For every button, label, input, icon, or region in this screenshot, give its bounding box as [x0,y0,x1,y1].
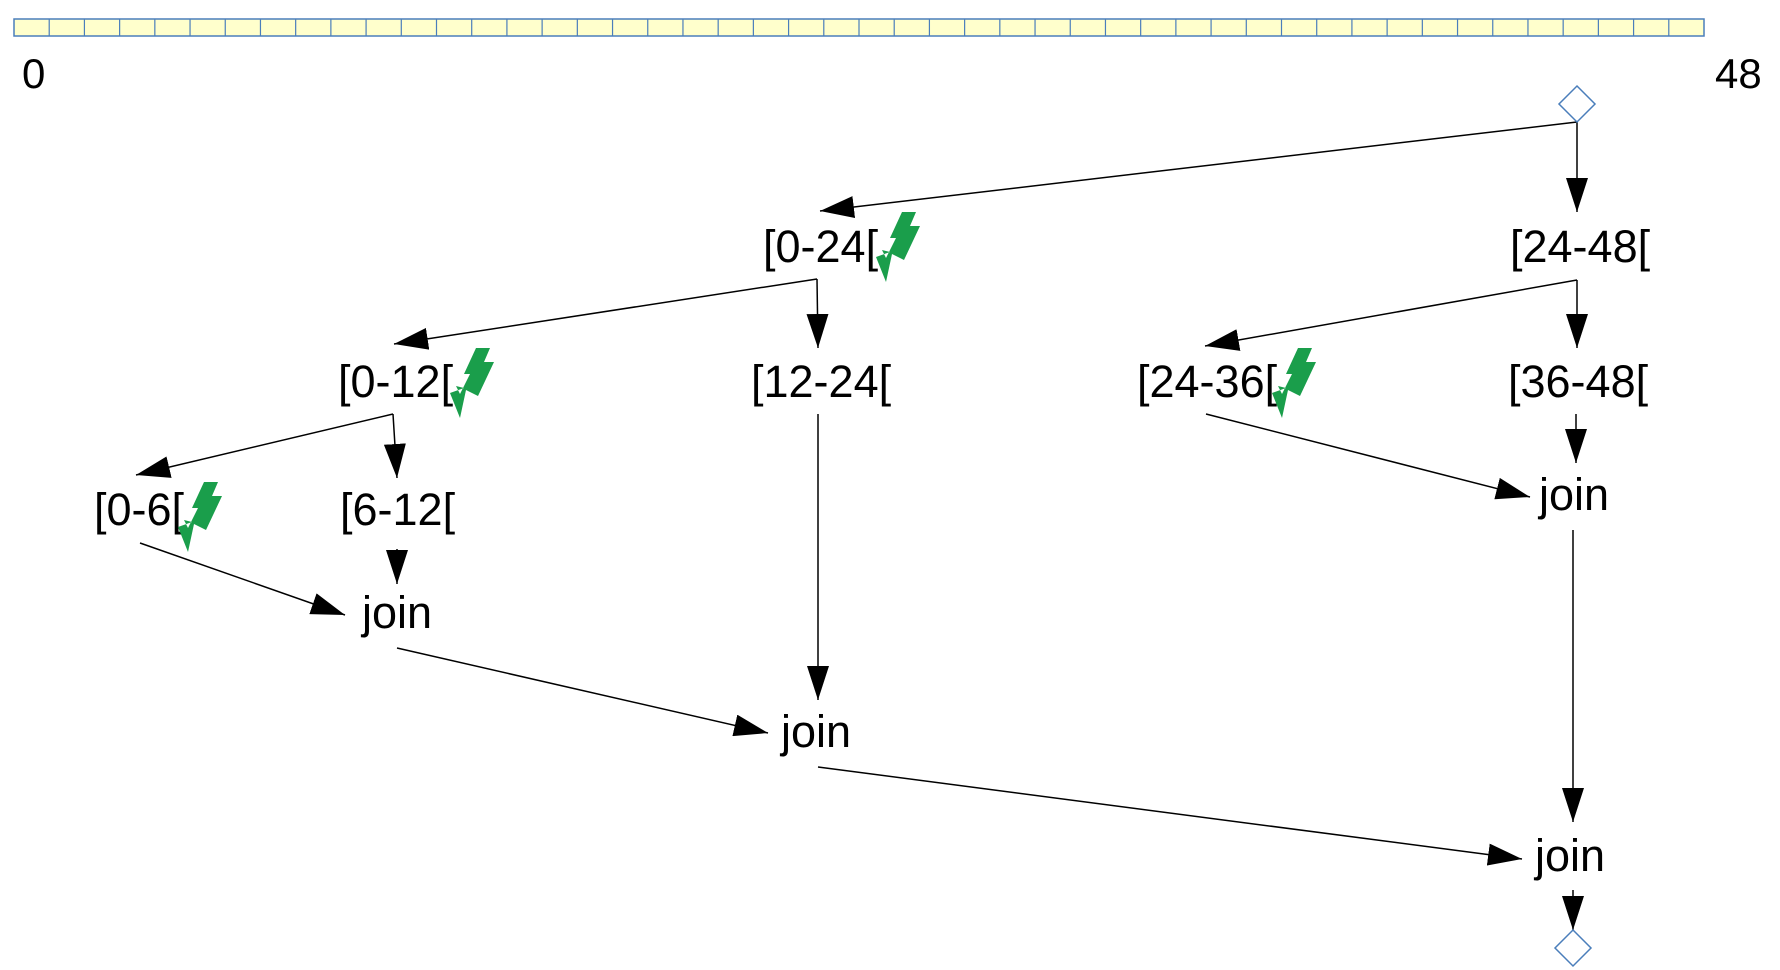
task-36-48: [36-48[ [1508,356,1649,407]
start-diamond [1557,84,1597,124]
scale-bar: 0 48 [13,18,1762,97]
lightning-bolt-icon [876,212,920,282]
edge-r0_24-to-r12_24 [806,278,829,349]
scale-start-label: 0 [22,50,45,97]
edge-r0_24-to-r0_12 [393,278,818,350]
edge-r0_12-to-r0_6 [135,413,394,478]
task-12-24: [12-24[ [751,356,892,407]
edge-r0_6-to-join_a [139,542,346,616]
task-0-24: [0-24[ [763,221,879,272]
edge-r24_48-to-r24_36 [1204,279,1578,351]
scale-end-label: 48 [1715,50,1762,97]
join-node-c: join [779,706,851,757]
end-diamond [1553,928,1593,968]
join-node-b: join [1537,469,1609,520]
lightning-bolt-icon [178,482,222,552]
task-0-6: [0-6[ [94,484,185,535]
edge-start-to-r0_24 [819,121,1578,218]
lightning-bolt-icon [1272,348,1316,418]
edge-join_c-to-join_d [817,766,1523,866]
edge-r24_36-to-join_b [1205,413,1531,500]
edge-r0_12-to-r6_12 [383,413,406,479]
scale-bar-ticks [48,19,1670,36]
lightning-bolt-icon [450,348,494,418]
join-node-a: join [360,587,432,638]
edge-join_a-to-join_c [396,647,769,737]
task-6-12: [6-12[ [340,484,456,535]
task-24-48: [24-48[ [1510,221,1651,272]
edges [135,121,1588,930]
join-node-d: join [1533,830,1605,881]
task-24-36: [24-36[ [1137,356,1278,407]
task-0-12: [0-12[ [338,356,454,407]
